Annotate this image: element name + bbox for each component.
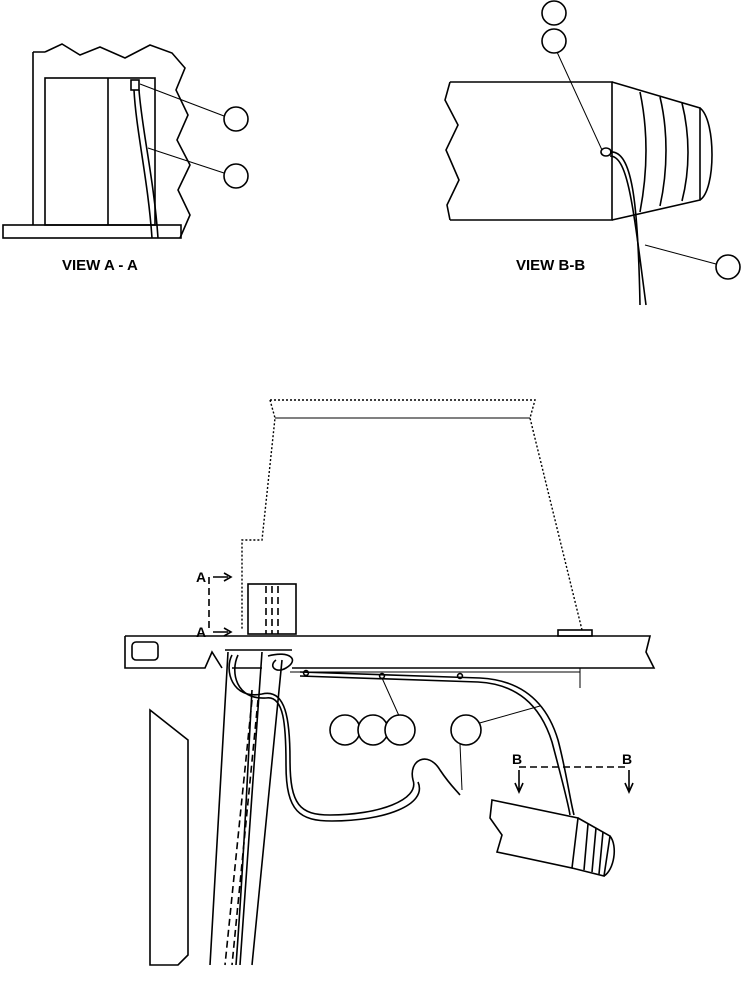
view-a-hose [133, 89, 153, 239]
section-marker-b-left: B [512, 751, 522, 767]
hose-loop [267, 653, 294, 671]
view-a-fitting [130, 79, 140, 91]
view-a-callout-balloon [223, 106, 249, 132]
section-marker-a-upper: A [196, 569, 206, 585]
view-b-hose [609, 151, 641, 306]
main-callout-balloon [384, 714, 416, 746]
view-b-leader-2 [644, 244, 717, 265]
lower-duct [489, 799, 579, 869]
main-callout-balloon [357, 714, 389, 746]
view-b-cone [611, 81, 701, 221]
view-a-a: VIEW A - A [2, 43, 249, 274]
view-a-caption: VIEW A - A [62, 257, 138, 274]
frame-slot [131, 641, 159, 661]
view-a-callout-balloon [223, 163, 249, 189]
rear-pad [557, 629, 593, 637]
view-a-frame [32, 43, 191, 239]
view-b-hose-2 [609, 155, 647, 306]
view-b-callout-balloon [541, 28, 567, 54]
section-b-arrow-right [624, 770, 634, 794]
section-b-arrow-left [514, 770, 524, 794]
section-a-arrow-upper [213, 572, 233, 582]
view-a-hose-2 [138, 89, 159, 239]
main-leader-1 [381, 677, 401, 719]
view-b-b: VIEW B-B [444, 0, 741, 306]
view-b-flange [699, 107, 713, 201]
view-b-callout-balloon [541, 0, 567, 26]
view-b-fitting [600, 147, 612, 157]
frame-rail [124, 635, 656, 669]
hose-clip [378, 672, 386, 680]
view-a-base-plate [2, 224, 182, 239]
main-assembly: A A B B [124, 399, 656, 966]
view-b-duct [444, 81, 613, 221]
view-b-caption: VIEW B-B [516, 257, 585, 274]
hose-drop [235, 689, 253, 966]
main-hose-2 [234, 654, 421, 822]
main-hose [228, 654, 461, 816]
lower-duct-ribs [583, 823, 604, 875]
view-a-leader-2 [147, 147, 225, 174]
view-a-leader-1 [139, 83, 225, 117]
section-marker-a-lower: A [196, 624, 206, 640]
vertical-post-hidden [224, 699, 259, 966]
view-a-body [44, 77, 156, 226]
mount-bracket-pipes [265, 586, 279, 634]
main-leader-3 [459, 743, 463, 791]
main-leader-2 [475, 705, 541, 725]
tank-outline [241, 399, 583, 631]
main-callout-balloon [450, 714, 482, 746]
hose-clip [302, 669, 310, 677]
view-b-ribs [639, 91, 689, 213]
hose-clip [456, 672, 464, 680]
section-marker-b-right: B [622, 751, 632, 767]
view-b-callout-balloon [715, 254, 741, 280]
vertical-post [209, 649, 292, 966]
section-a-arrow-lower [213, 627, 233, 637]
upper-hose [299, 671, 575, 816]
left-panel [149, 708, 189, 966]
upper-hose-2 [299, 675, 571, 816]
lower-duct-cone [571, 817, 611, 877]
lower-duct-flange [603, 835, 616, 877]
main-callout-balloon [329, 714, 361, 746]
view-b-leader-1 [556, 51, 603, 151]
